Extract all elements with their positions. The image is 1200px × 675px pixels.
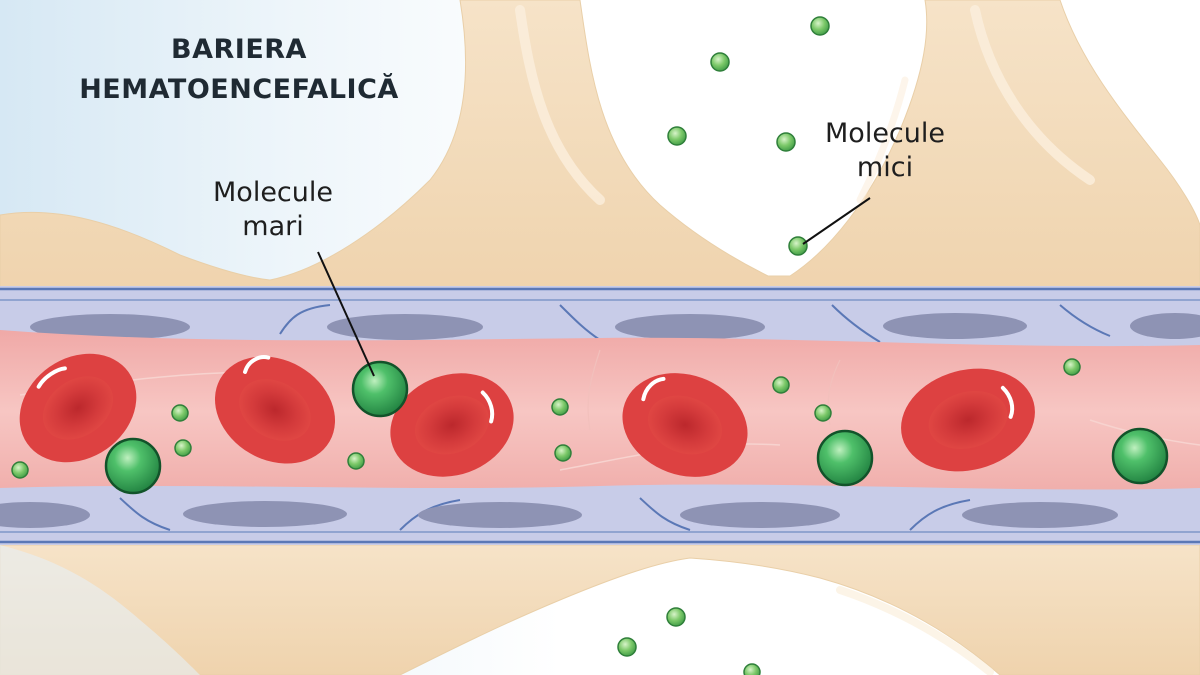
red-blood-cells bbox=[19, 353, 1035, 477]
vessel-lower-wall bbox=[0, 484, 1200, 545]
red-blood-cell bbox=[622, 373, 748, 477]
label-small-line-1: Molecule bbox=[825, 118, 945, 149]
small-molecule-labeled bbox=[788, 236, 808, 256]
title-line-1: BARIERA bbox=[171, 34, 307, 65]
label-large-line-2: mari bbox=[242, 211, 304, 242]
large-molecule bbox=[816, 429, 874, 487]
endothelial-nucleus bbox=[0, 502, 90, 528]
large-molecules bbox=[104, 360, 1169, 495]
endothelial-nucleus bbox=[680, 502, 840, 528]
endothelial-nucleus bbox=[418, 502, 582, 528]
small-molecule bbox=[743, 663, 761, 675]
label-small-molecules: Molecule mici bbox=[790, 117, 980, 185]
small-molecule bbox=[772, 376, 790, 394]
small-molecule bbox=[617, 637, 637, 657]
title-line-2: HEMATOENCEFALICĂ bbox=[79, 74, 399, 105]
large-molecule bbox=[104, 437, 162, 495]
small-molecule bbox=[174, 439, 192, 457]
diagram-title: BARIERA HEMATOENCEFALICĂ bbox=[24, 30, 454, 110]
endothelial-nucleus bbox=[327, 314, 483, 340]
brain-side-molecules bbox=[617, 16, 830, 675]
label-small-line-2: mici bbox=[856, 152, 914, 183]
red-blood-cell bbox=[390, 373, 514, 477]
leader-line-large-molecules bbox=[317, 251, 375, 377]
endothelial-nucleus bbox=[883, 313, 1027, 339]
small-molecule bbox=[667, 126, 687, 146]
small-molecule bbox=[776, 132, 796, 152]
small-molecule bbox=[1063, 358, 1081, 376]
small-molecule bbox=[814, 404, 832, 422]
red-blood-cell bbox=[214, 355, 336, 464]
small-molecule bbox=[666, 607, 686, 627]
red-blood-cell bbox=[19, 353, 137, 463]
blood-small-molecules bbox=[11, 358, 1081, 479]
endothelial-nucleus bbox=[183, 501, 347, 527]
endothelial-nucleus bbox=[962, 502, 1118, 528]
endothelial-nucleus bbox=[615, 314, 765, 340]
small-molecule bbox=[551, 398, 569, 416]
label-large-line-1: Molecule bbox=[213, 177, 333, 208]
small-molecule bbox=[554, 444, 572, 462]
lower-tissue bbox=[0, 544, 1200, 675]
leader-line-small-molecules bbox=[802, 197, 871, 245]
red-blood-cell bbox=[901, 368, 1035, 472]
endothelial-nucleus bbox=[30, 314, 190, 340]
small-molecule bbox=[171, 404, 189, 422]
small-molecule bbox=[710, 52, 730, 72]
small-molecule bbox=[11, 461, 29, 479]
small-molecule bbox=[347, 452, 365, 470]
small-molecule bbox=[810, 16, 830, 36]
large-molecule bbox=[1111, 427, 1169, 485]
endothelial-nucleus bbox=[1130, 313, 1200, 339]
label-large-molecules: Molecule mari bbox=[178, 176, 368, 244]
upper-tissue bbox=[0, 0, 1200, 301]
large-molecule-labeled bbox=[351, 360, 409, 418]
